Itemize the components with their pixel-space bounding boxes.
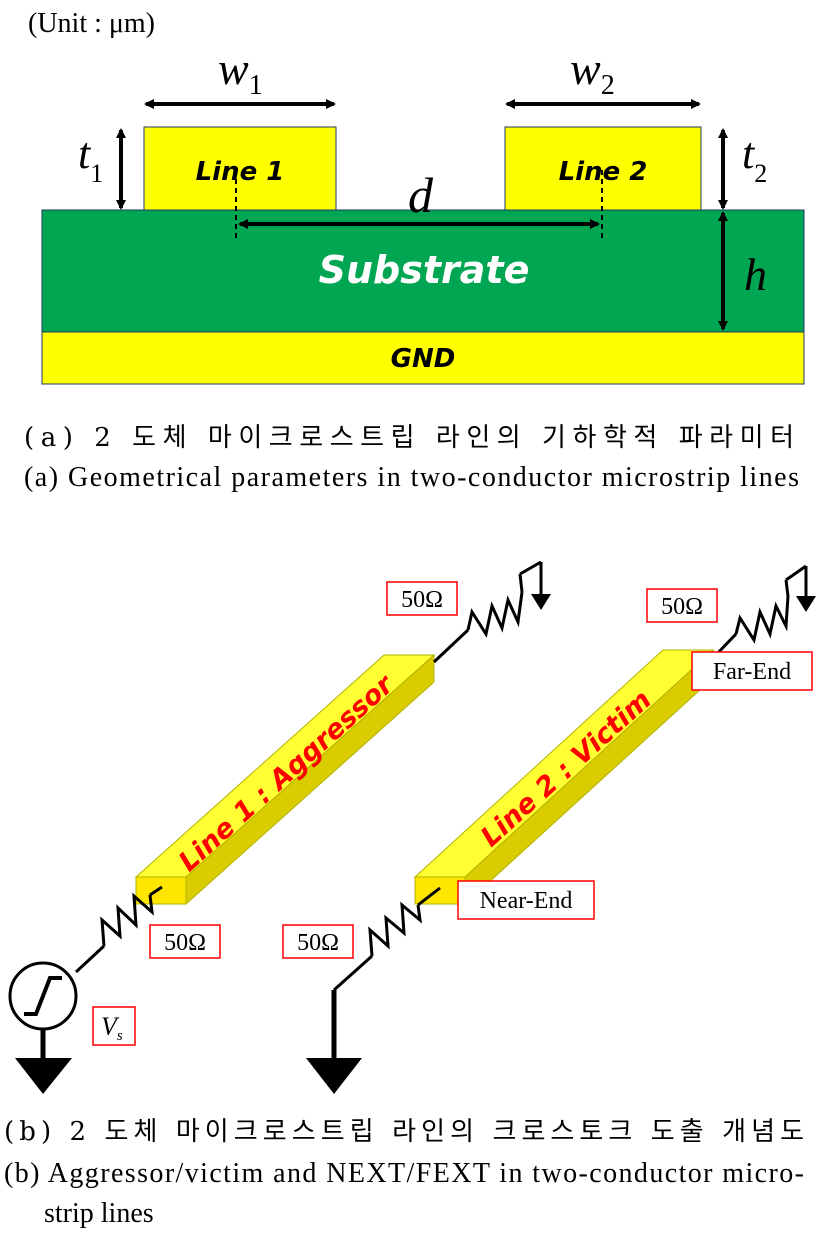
svg-text:50Ω: 50Ω [297, 930, 339, 956]
source-ground-icon [15, 1058, 72, 1094]
aggressor-label: Line 1 : Aggressor [173, 668, 401, 877]
far-end-label: Far-End [691, 651, 813, 691]
near-end-label: Near-End [457, 880, 595, 920]
aggressor-far-termination [432, 560, 543, 664]
aggressor-far-ground-icon [531, 594, 551, 610]
aggressor-near-termination [74, 885, 163, 974]
victim-far-ground-icon [796, 596, 816, 612]
aggressor-line: Line 1 : Aggressor [134, 653, 436, 906]
w1-label: w1 [218, 43, 263, 101]
w2-label: w2 [570, 43, 615, 101]
caption-b-korean: (b) 2 도체 마이크로스트립 라인의 크로스토크 도출 개념도 [4, 1117, 804, 1147]
svg-text:Near-End: Near-End [480, 888, 573, 914]
step-source-icon [24, 976, 62, 1016]
svg-text:Far-End: Far-End [713, 659, 791, 685]
caption-b-english-1: (b) Aggressor/victim and NEXT/FEXT in tw… [4, 1158, 804, 1189]
figure-a: (Unit : μm) GND Substrate Line 1 Line 2 … [24, 8, 805, 493]
substrate-layer [41, 209, 805, 333]
resistor-label-victim-near: 50Ω [282, 924, 354, 959]
voltage-source [8, 961, 78, 1060]
victim-label: Line 2 : Victim [475, 684, 658, 853]
svg-text:50Ω: 50Ω [401, 587, 443, 613]
victim-line: Line 2 : Victim [413, 648, 715, 906]
vs-label: Vs [92, 1006, 136, 1046]
svg-text:50Ω: 50Ω [661, 594, 703, 620]
gnd-layer [41, 331, 805, 385]
victim-near-ground-icon [306, 1058, 362, 1094]
svg-text:50Ω: 50Ω [164, 930, 206, 956]
resistor-label-aggressor-near: 50Ω [149, 924, 221, 959]
figure-b: Line 1 : Aggressor Line 2 : Victim [4, 560, 816, 1229]
svg-text:Vs: Vs [101, 1012, 123, 1044]
line1-conductor [143, 126, 337, 211]
gnd-label: GND [391, 344, 456, 374]
resistor-label-aggressor-far: 50Ω [386, 581, 458, 616]
caption-a-english: (a) Geometrical parameters in two-conduc… [24, 462, 799, 493]
d-label: d [408, 167, 434, 223]
line2-conductor [504, 126, 702, 211]
line1-label: Line 1 [196, 157, 285, 187]
victim-far-termination [711, 564, 808, 660]
t1-label: t1 [78, 129, 103, 188]
t2-label: t2 [742, 129, 767, 188]
caption-b-english-2: strip lines [44, 1198, 154, 1229]
unit-label: (Unit : μm) [28, 8, 155, 39]
substrate-label: Substrate [319, 248, 530, 292]
victim-near-termination [331, 886, 441, 1060]
h-label: h [744, 249, 767, 300]
caption-a-korean: (a) 2 도체 마이크로스트립 라인의 기하학적 파라미터 [24, 423, 794, 453]
resistor-label-victim-far: 50Ω [646, 588, 718, 623]
